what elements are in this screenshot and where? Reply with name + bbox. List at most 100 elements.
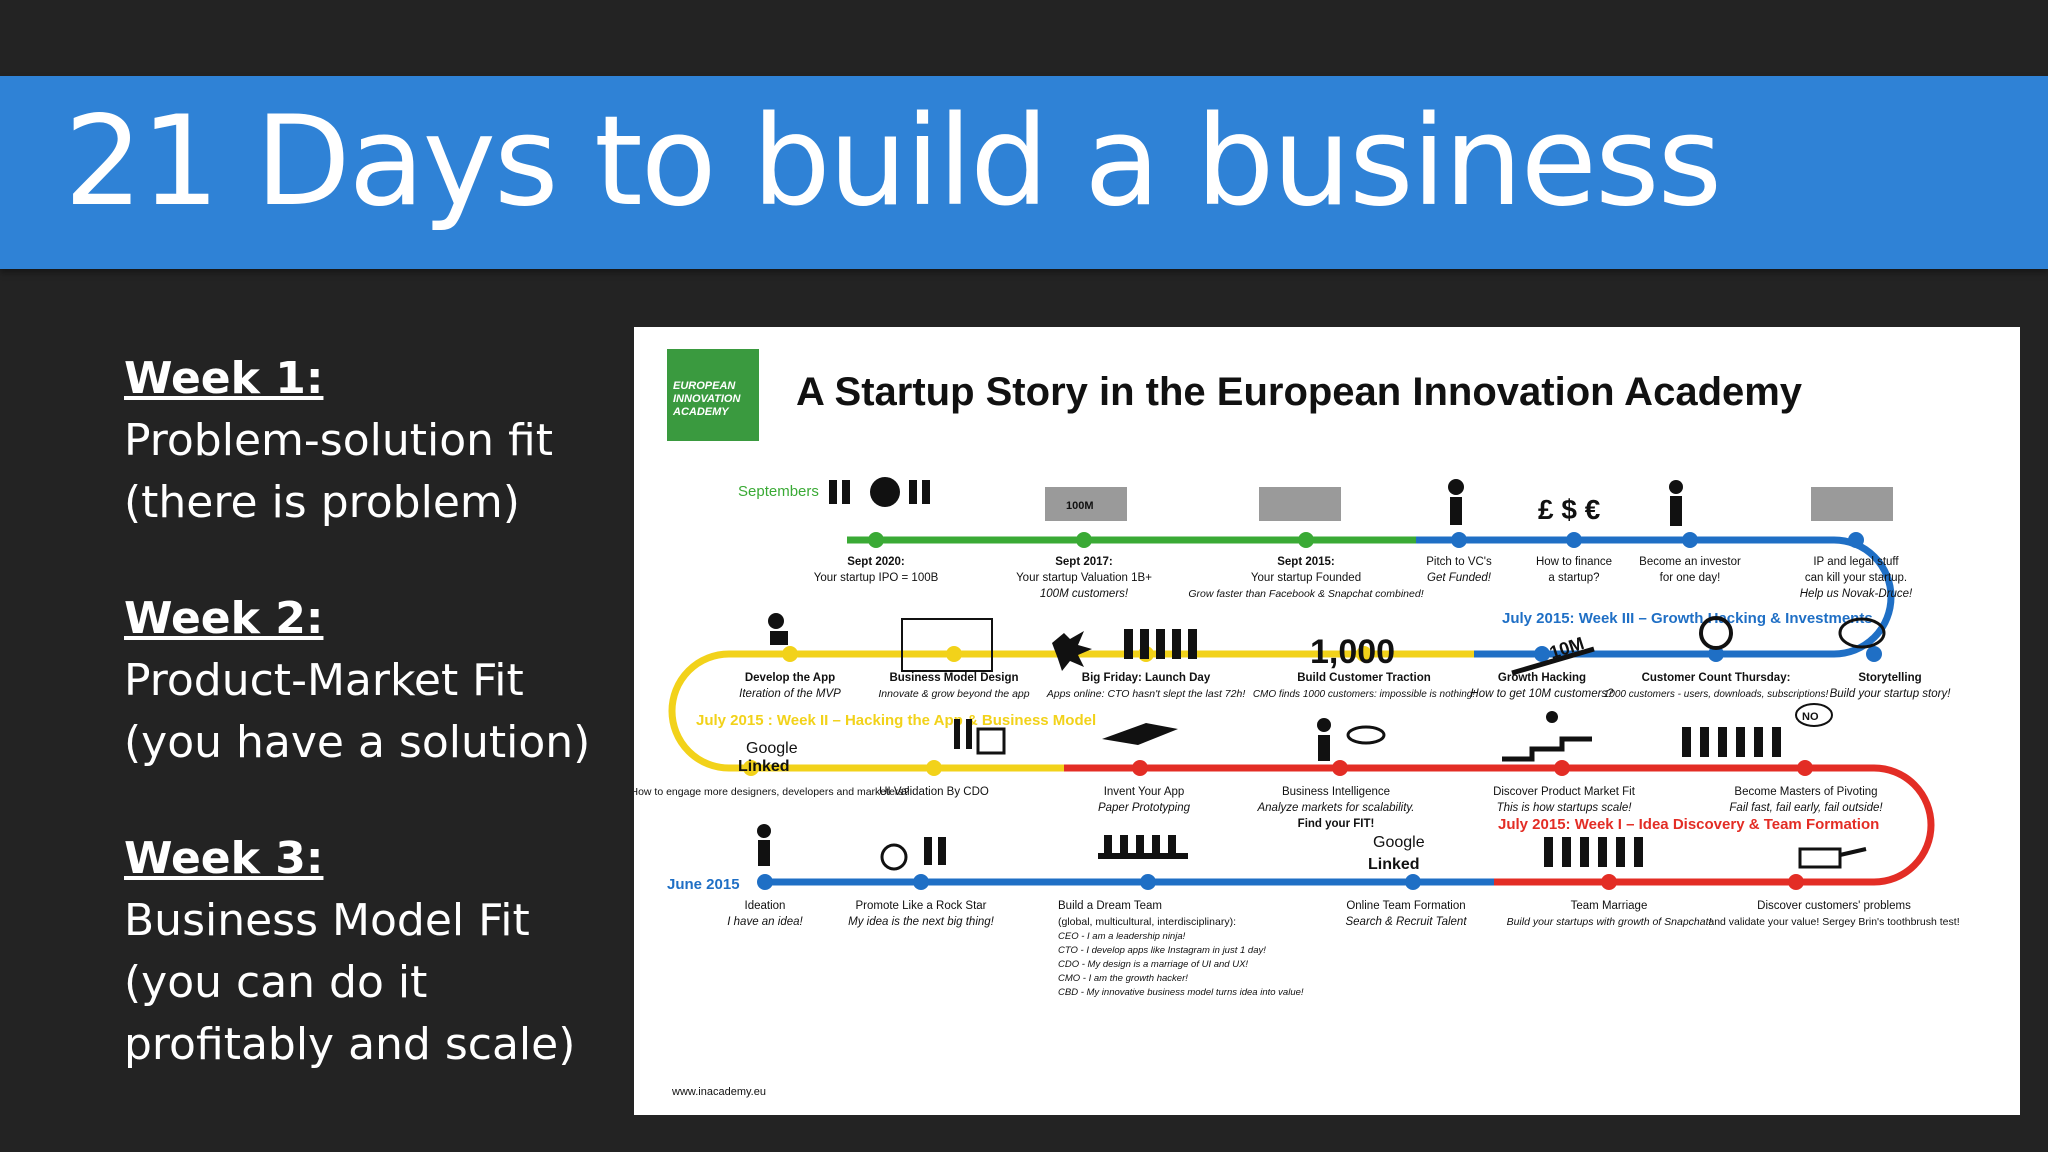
row3-texts: How to engage more designers, developers… [634,786,1883,830]
svg-text:CMO finds 1000 customers: impo: CMO finds 1000 customers: impossible is … [1253,689,1476,700]
investor-icon [1448,479,1464,525]
team-no-icon: NO [1682,703,1833,757]
week-line: Product-Market Fit [124,655,524,706]
svg-text:Grow faster than Facebook & Sn: Grow faster than Facebook & Snapchat com… [1188,588,1423,600]
people-globe-icon [829,477,930,507]
week-line: (you can do it [124,957,428,1008]
timeline-tracks [668,536,1935,886]
week-heading: Week 2: [124,593,324,644]
svg-text:Build a Dream Team: Build a Dream Team [1058,900,1162,912]
svg-text:Storytelling: Storytelling [1858,672,1921,684]
title-banner [0,76,2048,269]
svg-text:I have an idea!: I have an idea! [727,916,803,928]
svg-text:Help us Novak-Druce!: Help us Novak-Druce! [1800,588,1913,600]
svg-text:Linked: Linked [738,758,790,775]
svg-text:Develop the App: Develop the App [745,672,835,684]
svg-text:Your startup Founded: Your startup Founded [1251,572,1361,584]
svg-text:100M: 100M [1066,500,1094,512]
svg-text:Build your startup story!: Build your startup story! [1830,688,1952,700]
infographic-title: A Startup Story in the European Innovati… [796,370,1803,414]
svg-text:Get Funded!: Get Funded! [1427,572,1492,584]
label-septembers: Septembers [738,483,819,500]
svg-text:CTO - I develop apps like Inst: CTO - I develop apps like Instagram in j… [1058,945,1266,956]
svg-text:Become Masters of Pivoting: Become Masters of Pivoting [1734,786,1877,798]
svg-text:This is how startups scale!: This is how startups scale! [1497,802,1633,814]
svg-text:Paper Prototyping: Paper Prototyping [1098,802,1191,814]
week-line: profitably and scale) [124,1019,576,1070]
customers-number: 1,000 [1310,633,1395,671]
svg-text:Apps online: CTO hasn't slept: Apps online: CTO hasn't slept the last 7… [1046,688,1246,700]
logo-line: ACADEMY [672,406,730,418]
launch-team-icon [1052,629,1197,671]
logo-line: INNOVATION [673,393,741,405]
svg-text:CEO - I am a leadership ninja!: CEO - I am a leadership ninja! [1058,931,1186,942]
week-line: (you have a solution) [124,717,591,768]
svg-text:Ideation: Ideation [745,900,786,912]
svg-text:CBD - My innovative business m: CBD - My innovative business model turns… [1058,987,1304,998]
slide-title: 21 Days to build a business [64,90,1722,234]
svg-text:Customer Count Thursday:: Customer Count Thursday: [1642,672,1791,684]
week-heading: Week 3: [124,833,324,884]
label-week3: July 2015: Week III – Growth Hacking & I… [1502,610,1873,627]
row2-texts: Develop the App Iteration of the MVP Bus… [739,672,1951,700]
weeks-list: Week 1: Problem-solution fit (there is p… [124,348,590,1130]
week-2: Week 2: Product-Market Fit (you have a s… [124,588,590,774]
svg-text:Business Model Design: Business Model Design [889,672,1018,684]
label-week1: July 2015: Week I – Idea Discovery & Tea… [1498,816,1879,833]
footer-url: www.inacademy.eu [671,1086,766,1098]
startup-story-infographic: EUROPEAN INNOVATION ACADEMY A Startup St… [634,327,2020,1115]
label-week2: July 2015 : Week II – Hacking the App & … [696,712,1096,729]
svg-text:Find your FIT!: Find your FIT! [1298,818,1375,830]
svg-text:Discover Product Market Fit: Discover Product Market Fit [1493,786,1636,798]
week-line: Business Model Fit [124,895,530,946]
svg-text:for one day!: for one day! [1660,572,1721,584]
svg-text:can kill your startup.: can kill your startup. [1805,572,1907,584]
billboard-icon [1811,487,1893,521]
alarm-clock-icon [1699,616,1733,650]
tools-icon [954,719,1006,755]
svg-text:Iteration of the MVP: Iteration of the MVP [739,688,841,700]
svg-text:Big Friday: Launch Day: Big Friday: Launch Day [1082,672,1211,684]
paper-plane-icon [1102,723,1178,745]
svg-text:How to finance: How to finance [1536,556,1612,568]
svg-text:Invent Your App: Invent Your App [1104,786,1185,798]
currency-icon: £ $ € [1538,494,1601,525]
svg-text:Fail fast, fail early, fail ou: Fail fast, fail early, fail outside! [1729,802,1883,814]
google-linkedin-icon: Google Linked [1368,834,1425,873]
billboard-100m-icon: 100M [1045,487,1127,521]
speech-bubbles-icon [1838,617,1886,649]
svg-text:Analyze markets for scalabilit: Analyze markets for scalability. [1256,802,1414,814]
svg-text:Your startup IPO = 100B: Your startup IPO = 100B [814,572,939,584]
team-table-icon [1098,835,1188,859]
svg-text:Business Intelligence: Business Intelligence [1282,786,1390,798]
svg-text:CMO - I am the growth hacker!: CMO - I am the growth hacker! [1058,973,1188,984]
svg-text:100M customers!: 100M customers! [1040,588,1129,600]
svg-text:(global, multicultural, interd: (global, multicultural, interdisciplinar… [1058,916,1236,928]
svg-text:NO: NO [1802,711,1819,723]
svg-text:Google: Google [1373,834,1425,851]
svg-text:Become an investor: Become an investor [1639,556,1741,568]
svg-text:Build your startups with growt: Build your startups with growth of Snapc… [1507,916,1712,928]
svg-text:Search & Recruit Talent: Search & Recruit Talent [1345,916,1467,928]
google-linkedin-icon: Google Linked [738,740,798,775]
whiteboard-icon [901,618,993,672]
row1-texts: Sept 2020: Your startup IPO = 100B Sept … [814,556,1913,600]
week-line: Problem-solution fit [124,415,553,466]
svg-text:Innovate & grow beyond the app: Innovate & grow beyond the app [878,688,1029,700]
svg-text:Discover customers' problems: Discover customers' problems [1757,900,1911,912]
svg-text:UI Validation By CDO: UI Validation By CDO [879,786,989,798]
academy-logo: EUROPEAN INNOVATION ACADEMY [667,349,759,441]
svg-text:Growth Hacking: Growth Hacking [1498,672,1586,684]
svg-text:Online Team Formation: Online Team Formation [1346,900,1465,912]
toothbrush-icon [1798,847,1867,869]
svg-text:Pitch to VC's: Pitch to VC's [1426,556,1492,568]
svg-text:How to get 10M customers?: How to get 10M customers? [1470,688,1614,700]
week-line: (there is problem) [124,477,520,528]
svg-text:IP and legal stuff: IP and legal stuff [1813,556,1899,568]
svg-text:Sept 2015:: Sept 2015: [1277,556,1335,568]
svg-text:and validate your value! Serge: and validate your value! Sergey Brin's t… [1708,916,1959,928]
svg-text:1000 customers - users, downlo: 1000 customers - users, downloads, subsc… [1604,689,1829,700]
billboard-icon [1259,487,1341,521]
team-marriage-icon [1544,837,1643,867]
svg-text:CDO - My design is a marriage: CDO - My design is a marriage of UI and … [1058,959,1248,970]
